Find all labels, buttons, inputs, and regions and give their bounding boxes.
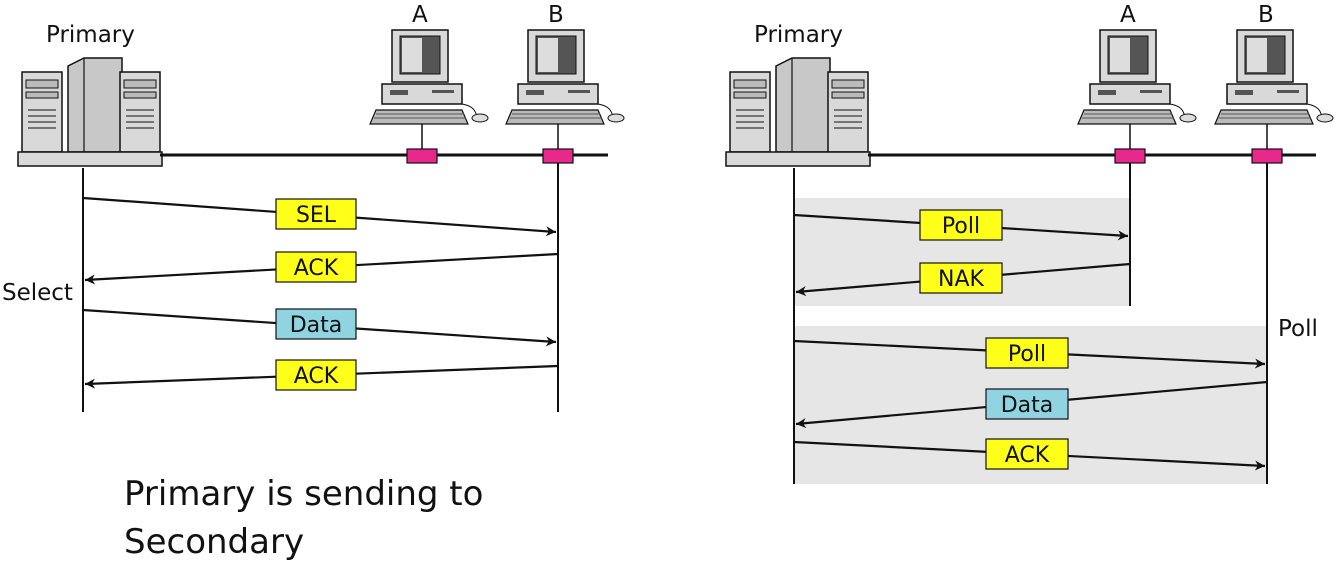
select-tap-a-icon: [406, 148, 438, 164]
svg-text:Data: Data: [290, 313, 343, 338]
select-frame-sel: SEL: [275, 198, 357, 230]
poll-station-a-label: A: [1120, 2, 1136, 28]
select-computer-a-icon: [369, 29, 489, 125]
poll-side-label: Poll: [1278, 316, 1318, 342]
caption-line-2: Secondary: [124, 522, 305, 562]
select-tap-b-icon: [542, 148, 574, 164]
poll-station-b-label: B: [1258, 2, 1274, 28]
poll-computer-b-icon: [1214, 29, 1334, 125]
svg-text:Poll: Poll: [1008, 342, 1046, 367]
caption-line-1: Primary is sending to: [124, 474, 484, 514]
select-station-b-label: B: [548, 2, 564, 28]
poll-frame-nak: NAK: [919, 262, 1003, 294]
svg-text:NAK: NAK: [938, 267, 985, 292]
poll-primary-server-icon: [725, 57, 871, 167]
select-frame-ack-2: ACK: [275, 359, 357, 391]
poll-primary-label: Primary: [754, 22, 843, 48]
select-computer-b-icon: [505, 29, 625, 125]
select-station-a-label: A: [412, 2, 428, 28]
select-side-label: Select: [2, 280, 73, 306]
poll-frame-poll-a: Poll: [919, 209, 1003, 241]
poll-computer-a-icon: [1077, 29, 1197, 125]
svg-text:Poll: Poll: [942, 214, 980, 239]
svg-text:ACK: ACK: [1005, 443, 1050, 468]
poll-frame-data: Data: [985, 388, 1069, 420]
svg-text:ACK: ACK: [294, 364, 339, 389]
select-primary-server-icon: [17, 57, 163, 167]
svg-text:SEL: SEL: [296, 203, 337, 228]
poll-frame-poll-b: Poll: [985, 337, 1069, 369]
select-frame-ack-1: ACK: [275, 251, 357, 283]
svg-text:ACK: ACK: [294, 256, 339, 281]
select-primary-label: Primary: [46, 22, 135, 48]
poll-tap-b-icon: [1251, 148, 1283, 164]
select-frame-data: Data: [275, 308, 357, 340]
svg-text:Data: Data: [1001, 393, 1054, 418]
poll-tap-a-icon: [1114, 148, 1146, 164]
poll-frame-ack: ACK: [985, 438, 1069, 470]
